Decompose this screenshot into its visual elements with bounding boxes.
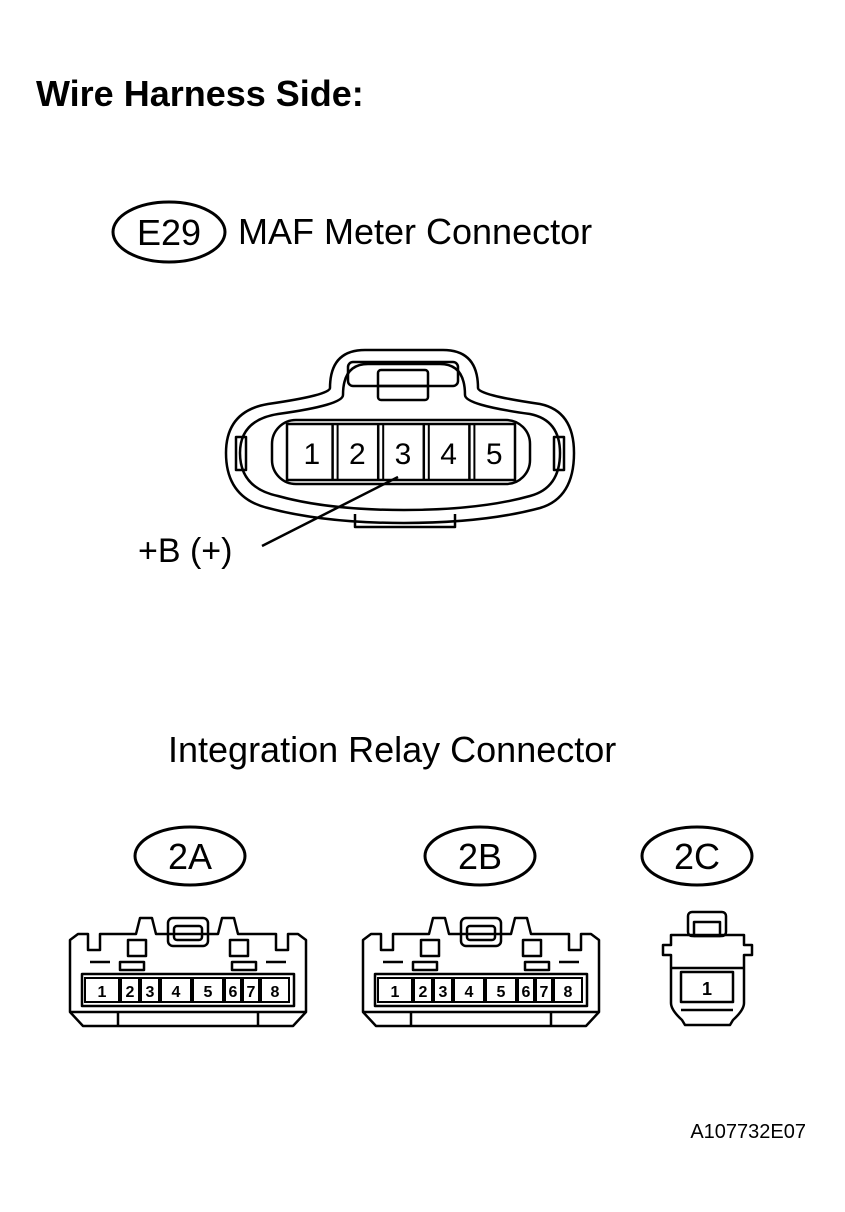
relay-housing-outline <box>361 916 601 1028</box>
maf-connector-title: MAF Meter Connector <box>238 211 592 252</box>
relay-pin-2: 2 <box>126 984 135 1001</box>
relay-pin-cell <box>120 977 140 1003</box>
relay-pin-5: 5 <box>204 984 213 1001</box>
maf-callout-leader <box>261 475 399 548</box>
relay-pin-cell <box>553 977 583 1003</box>
relay-key-right <box>228 938 250 958</box>
maf-housing-outline <box>224 348 576 525</box>
relay-pin-cell <box>192 977 224 1003</box>
relay-lock-latch-inner <box>172 924 204 942</box>
relay-lock-latch <box>166 916 210 948</box>
maf-pin-5: 5 <box>486 438 503 471</box>
connector-2c-pin-label: 1 <box>702 979 712 999</box>
connector-2c-cavity <box>679 970 735 1004</box>
relay-pin-6: 6 <box>522 984 531 1001</box>
relay-key-left <box>419 938 441 958</box>
connector-2b-code-ellipse <box>423 825 537 887</box>
connector-2c-code: 2C <box>674 836 720 877</box>
figure-code: A107732E07 <box>690 1121 806 1143</box>
connector-2c-housing <box>661 933 754 1027</box>
relay-pin-3: 3 <box>146 984 155 1001</box>
relay-pin-7: 7 <box>247 984 256 1001</box>
relay-pin-cell <box>260 977 290 1003</box>
relay-pin-cell <box>140 977 160 1003</box>
relay-pin-3: 3 <box>439 984 448 1001</box>
relay-pin-1: 1 <box>98 984 107 1001</box>
maf-left-ear <box>234 435 248 472</box>
relay-pin-2: 2 <box>419 984 428 1001</box>
maf-pin-cavity <box>270 418 532 486</box>
relay-pin-4: 4 <box>172 984 181 1001</box>
relay-pin-cell <box>535 977 553 1003</box>
relay-lock-latch-inner <box>465 924 497 942</box>
relay-pin-7: 7 <box>540 984 549 1001</box>
relay-lock-latch <box>459 916 503 948</box>
maf-pin-3: 3 <box>395 438 412 471</box>
relay-pin-8: 8 <box>564 984 573 1001</box>
relay-pin-cell <box>433 977 453 1003</box>
maf-housing-inner <box>238 362 562 512</box>
relay-key-right <box>521 938 543 958</box>
connector-2a-code-ellipse <box>133 825 247 887</box>
relay-pin-cell <box>413 977 433 1003</box>
maf-connector-code: E29 <box>137 212 201 253</box>
relay-pin-1: 1 <box>391 984 400 1001</box>
relay-pin-cell <box>453 977 485 1003</box>
relay-slot-right <box>230 960 258 972</box>
relay-housing-outline <box>68 916 308 1028</box>
maf-connector-label: E29 MAF Meter Connector <box>111 200 592 264</box>
connector-2c-code-ellipse <box>640 825 754 887</box>
maf-pin-4: 4 <box>440 438 457 471</box>
maf-pin-1: 1 <box>303 438 320 471</box>
relay-slot-left <box>118 960 146 972</box>
relay-pin-cavity <box>373 972 589 1008</box>
maf-connector-drawing <box>224 348 576 529</box>
maf-callout-label: +B (+) <box>138 532 232 570</box>
relay-pin-cell <box>485 977 517 1003</box>
relay-pin-cell <box>377 977 413 1003</box>
relay-pin-cell <box>84 977 120 1003</box>
relay-slot-right <box>523 960 551 972</box>
maf-lock-latch <box>346 360 460 388</box>
maf-pin-2: 2 <box>349 438 366 471</box>
page-heading: Wire Harness Side: <box>36 73 364 114</box>
relay-connector-2c: 2C 1 <box>640 825 754 1027</box>
relay-pin-5: 5 <box>497 984 506 1001</box>
connector-2a-code: 2A <box>168 836 212 877</box>
maf-pin-cavity-inner <box>285 422 517 482</box>
relay-pin-4: 4 <box>465 984 474 1001</box>
relay-pin-cell <box>224 977 242 1003</box>
relay-pin-6: 6 <box>229 984 238 1001</box>
relay-pin-cavity <box>80 972 296 1008</box>
relay-pin-cell <box>242 977 260 1003</box>
relay-section-title: Integration Relay Connector <box>168 729 616 770</box>
connector-2b-code: 2B <box>458 836 502 877</box>
relay-pin-8: 8 <box>271 984 280 1001</box>
maf-bottom-tab <box>353 514 457 529</box>
connector-2c-latch-inner <box>692 920 722 938</box>
relay-pin-cell <box>160 977 192 1003</box>
maf-connector-code-ellipse <box>111 200 227 264</box>
relay-pin-cell <box>517 977 535 1003</box>
relay-slot-left <box>411 960 439 972</box>
relay-key-left <box>126 938 148 958</box>
connector-2c-drawing <box>661 910 754 1027</box>
maf-right-ear <box>552 435 566 472</box>
